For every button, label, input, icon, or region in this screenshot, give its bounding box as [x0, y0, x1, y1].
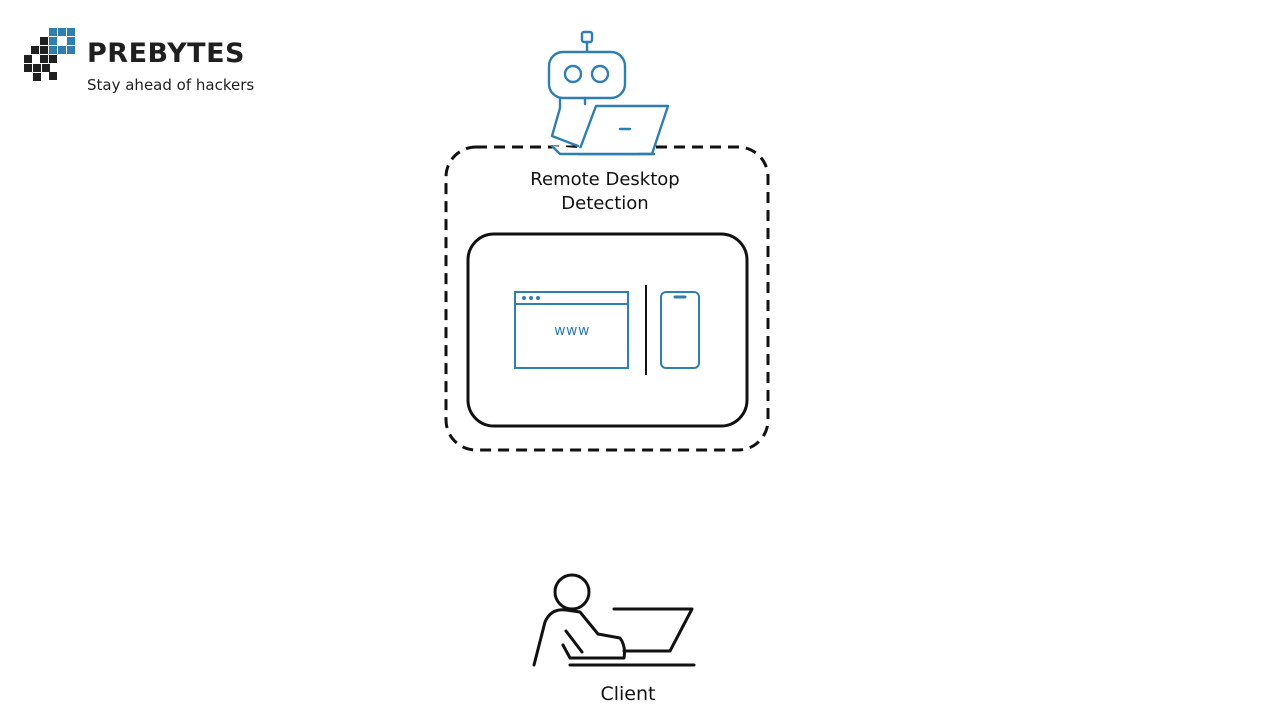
brand-name: PREBYTES	[87, 38, 245, 69]
client-label: Client	[600, 683, 656, 705]
detection-label-line1: Remote Desktop	[530, 169, 680, 190]
brand-tagline: Stay ahead of hackers	[87, 76, 255, 94]
smartphone-icon	[660, 291, 700, 369]
laptop-icon	[550, 104, 670, 156]
detection-label: Remote Desktop Detection	[505, 168, 705, 216]
prebytes-logo-mark-icon	[24, 28, 75, 81]
brand-logo: PREBYTES Stay ahead of hackers	[24, 28, 264, 98]
devices-panel	[466, 232, 749, 428]
detection-label-line2: Detection	[561, 193, 649, 214]
person-at-laptop-icon	[532, 573, 696, 667]
robot-icon	[547, 30, 627, 148]
browser-window-icon	[514, 291, 629, 369]
browser-url-label: www	[554, 323, 590, 339]
